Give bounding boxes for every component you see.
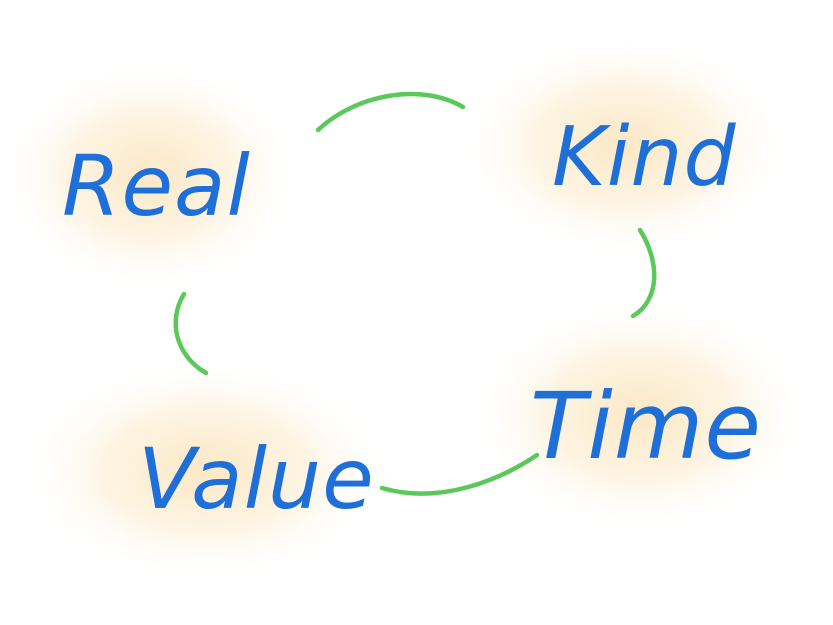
highlight-value <box>20 360 390 580</box>
connector-kind-time <box>630 227 657 319</box>
highlight-kind <box>460 35 790 255</box>
node-real-label: Real <box>62 137 251 235</box>
node-time-label: Time <box>530 373 762 480</box>
node-kind-label: Kind <box>552 110 737 205</box>
connector-time-value <box>379 452 540 496</box>
highlight-real <box>0 60 300 290</box>
highlight-time <box>470 300 810 530</box>
connector-value-real <box>173 291 209 376</box>
connector-real-kind <box>315 91 466 133</box>
node-value-label: Value <box>138 430 375 528</box>
